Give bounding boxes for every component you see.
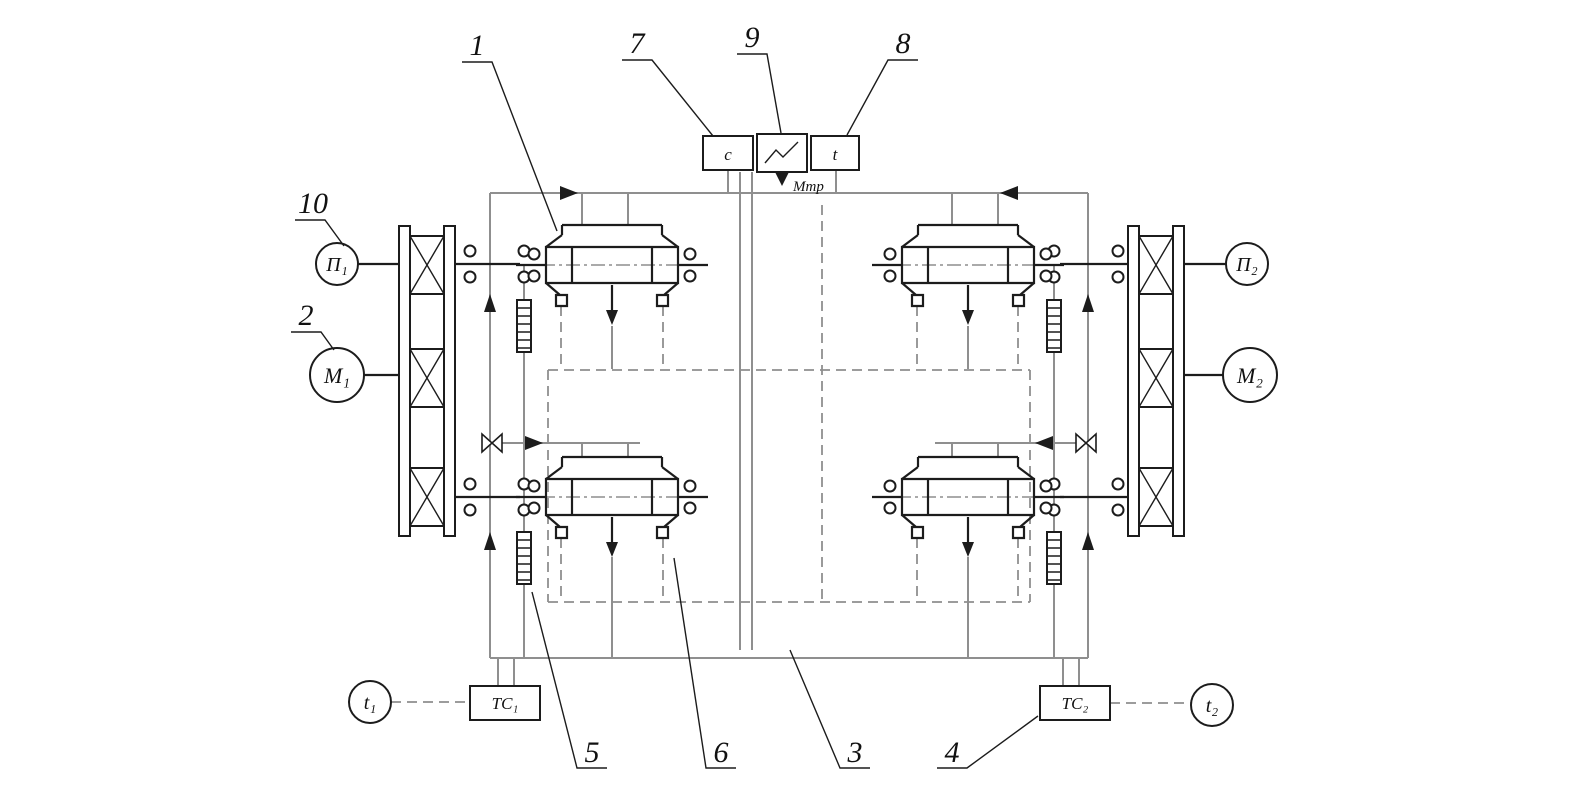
filters xyxy=(516,299,1062,585)
callout-4: 4 xyxy=(937,715,1039,769)
callout-8: 8 xyxy=(846,27,918,136)
callout-9: 9 xyxy=(737,21,782,134)
temp-instrument-label: t xyxy=(833,145,839,164)
bearing-circle xyxy=(1111,270,1125,284)
speed-sensor-label: П₂ xyxy=(1235,254,1257,276)
callout-2: 2 xyxy=(291,299,335,351)
bearing-circle xyxy=(1111,503,1125,517)
node-motor-right: M₂ xyxy=(1222,347,1278,403)
bearing-circle xyxy=(463,503,477,517)
heat-station-right: ТС₂ xyxy=(1039,685,1111,721)
filter-element xyxy=(516,531,532,585)
bearing-circle xyxy=(1111,477,1125,491)
callout-label: 3 xyxy=(847,736,863,769)
callout-1: 1 xyxy=(462,29,558,232)
heat-station-box xyxy=(1039,685,1111,721)
shaft-lines xyxy=(358,262,1226,499)
flow-arrows xyxy=(484,186,1094,550)
heat-station-label: ТС₂ xyxy=(1062,694,1089,713)
bearing-circle xyxy=(1111,244,1125,258)
speed-sensor-circle xyxy=(315,242,359,286)
callout-leader xyxy=(295,219,345,247)
motor-circle xyxy=(309,347,365,403)
temp-sensor-label: t₂ xyxy=(1206,695,1219,717)
gear-cross-icon xyxy=(409,235,445,527)
hydraulic-machine-upper-right xyxy=(870,223,1066,327)
filter-element xyxy=(516,299,532,353)
bearing-circle xyxy=(463,244,477,258)
callout-label: 2 xyxy=(299,299,314,332)
gear-cross-icon xyxy=(1138,235,1174,527)
heat-station-box xyxy=(469,685,541,721)
temp-sensor-circle xyxy=(1190,683,1234,727)
speed-sensor-label: П₁ xyxy=(325,254,347,276)
callout-leader xyxy=(846,59,918,136)
motor-label: M₁ xyxy=(323,363,350,388)
recorder-curve-icon xyxy=(764,141,799,164)
callout-leader xyxy=(531,591,607,769)
hydraulic-machine-lower-left xyxy=(514,455,710,559)
callout-label: 6 xyxy=(714,736,729,769)
speed-instrument-label: c xyxy=(724,145,732,164)
temp-instrument-box xyxy=(810,135,860,171)
temp-sensor-label: t₁ xyxy=(364,692,377,714)
torque-label: Mтр xyxy=(792,179,824,195)
callout-label: 10 xyxy=(298,187,328,220)
temp-sensor-circle xyxy=(348,680,392,724)
bearing-circle xyxy=(463,270,477,284)
gearbox-rail xyxy=(443,225,456,537)
callout-leader xyxy=(622,59,714,137)
callout-label: 1 xyxy=(470,29,485,62)
filter-element xyxy=(1046,531,1062,585)
motor-circle xyxy=(1222,347,1278,403)
motor-label: M₂ xyxy=(1236,363,1263,388)
gearbox-rail xyxy=(1172,225,1185,537)
callout-leader xyxy=(937,715,1039,769)
node-motor-left: M₁ xyxy=(309,347,365,403)
callout-label: 4 xyxy=(945,736,960,769)
gearbox-left xyxy=(398,225,456,537)
callout-label: 9 xyxy=(745,21,760,54)
node-speed-left: П₁ xyxy=(315,242,359,286)
speed-instrument-box xyxy=(702,135,754,171)
callout-leader xyxy=(737,53,782,134)
callout-leader xyxy=(291,331,335,351)
valve-icon-left xyxy=(481,432,503,454)
hydraulic-machine-upper-left xyxy=(514,223,710,327)
filter-stripes xyxy=(517,307,1061,581)
filter-element xyxy=(1046,299,1062,353)
gearbox-rail xyxy=(398,225,411,537)
node-temp-left: t₁ xyxy=(348,680,392,724)
valve-icon-right xyxy=(1075,432,1097,454)
callout-leader xyxy=(462,61,558,232)
gearbox-rail xyxy=(1127,225,1140,537)
callout-6: 6 xyxy=(673,557,736,769)
gearbox-right xyxy=(1127,225,1185,537)
heat-station-left: ТС₁ xyxy=(469,685,541,721)
bearing-circle xyxy=(463,477,477,491)
callout-label: 8 xyxy=(896,27,911,60)
node-speed-right: П₂ xyxy=(1225,242,1269,286)
hydraulic-machine-lower-right xyxy=(870,455,1066,559)
heat-station-label: ТС₁ xyxy=(492,694,519,713)
callout-leader xyxy=(673,557,736,769)
node-temp-right: t₂ xyxy=(1190,683,1234,727)
torque-sensor-pointer-icon xyxy=(775,172,789,186)
callout-10: 10 xyxy=(295,187,345,247)
shaft-bearings xyxy=(463,244,1125,517)
callout-5: 5 xyxy=(531,591,607,769)
speed-sensor-circle xyxy=(1225,242,1269,286)
callout-3: 3 xyxy=(789,649,870,769)
callout-label: 7 xyxy=(630,27,647,60)
callout-leader xyxy=(789,649,870,769)
callout-7: 7 xyxy=(622,27,714,137)
callout-label: 5 xyxy=(585,736,600,769)
pipe-network xyxy=(489,170,1089,686)
instrument-panel: c t Mтр xyxy=(702,133,860,195)
drain-network-dashed xyxy=(391,205,1191,704)
recorder-instrument-box xyxy=(756,133,808,173)
